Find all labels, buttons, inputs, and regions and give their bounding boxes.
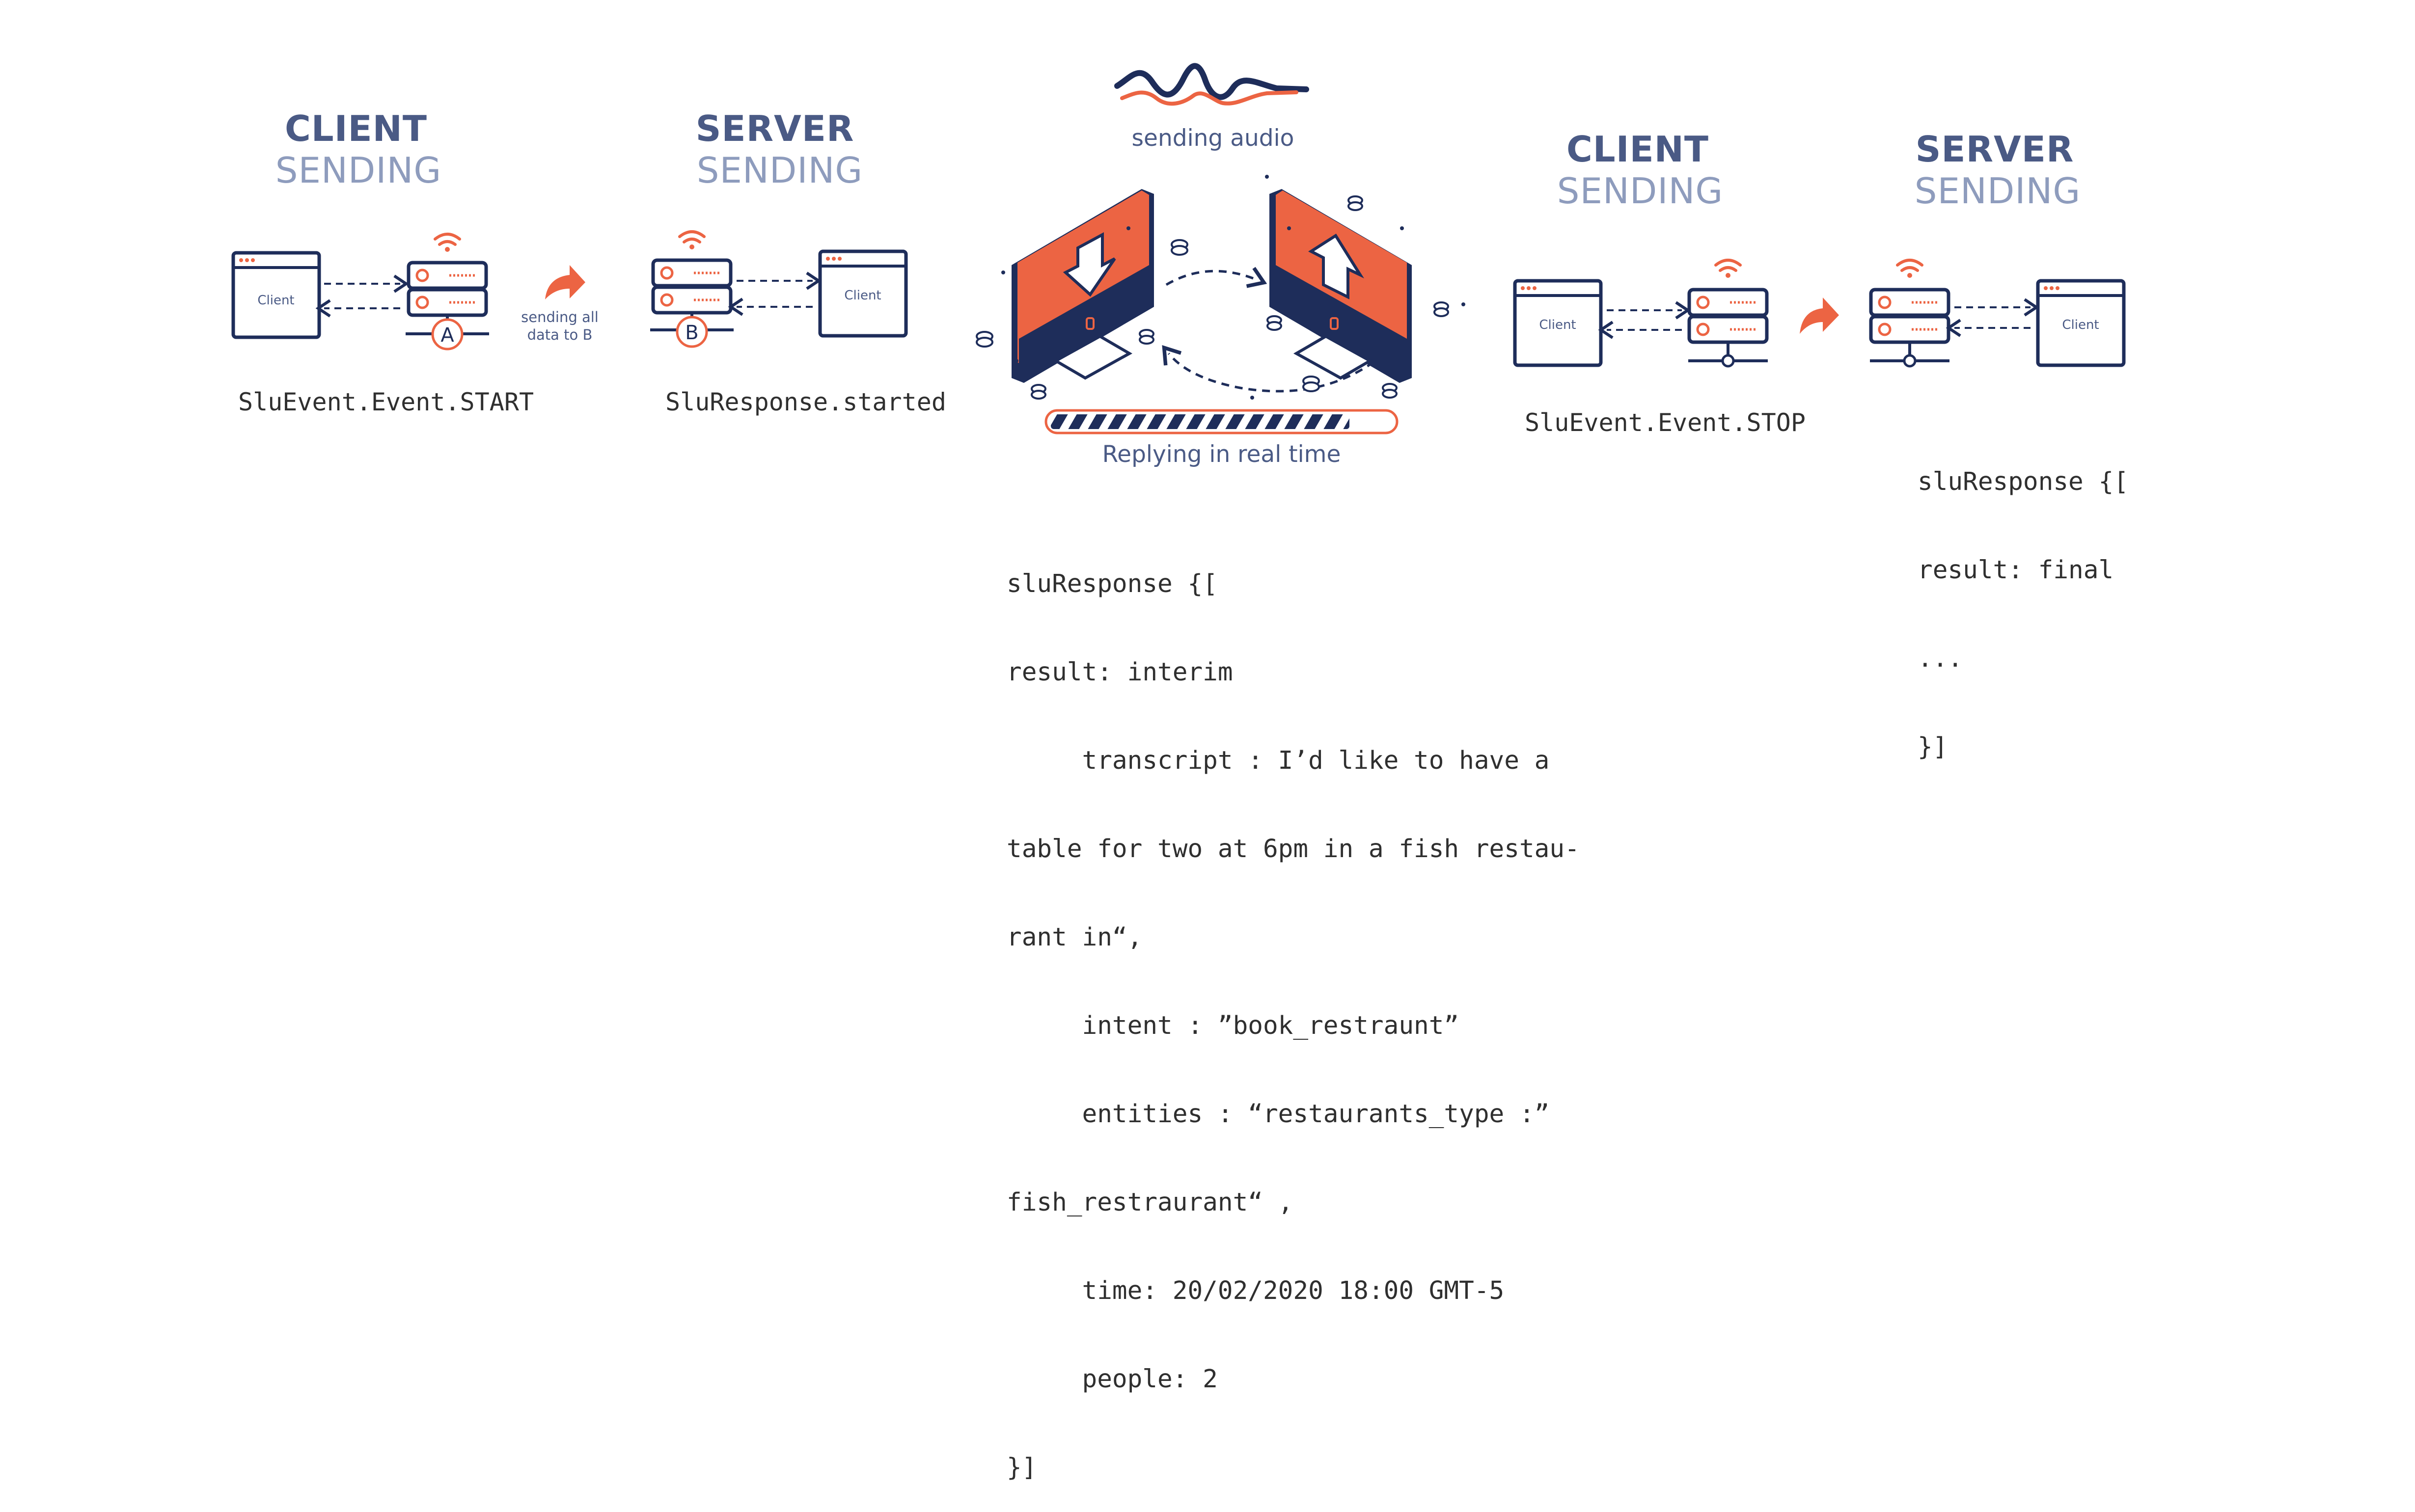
step2-title-bottom: SENDING: [696, 150, 863, 191]
decorative-nodes: [976, 195, 1449, 400]
audio-wave-icon: [1114, 63, 1309, 106]
progress-label: Replying in real time: [1102, 441, 1341, 468]
code-line: }]: [1918, 732, 1948, 761]
step4-server: [1869, 288, 1950, 368]
step3-client-label: Client: [1539, 318, 1576, 332]
code-line: rant in“,: [1007, 923, 1143, 952]
code-line: people: 2: [1007, 1365, 1218, 1394]
step2-event: SluResponse.started: [665, 388, 946, 416]
step2-title-top: SERVER: [695, 108, 854, 149]
code-line: time: 20/02/2020 18:00 GMT-5: [1007, 1276, 1505, 1305]
code-line: table for two at 6pm in a fish restau-: [1007, 835, 1580, 864]
server-marker-b: B: [685, 322, 698, 344]
wifi-icon: [678, 230, 706, 249]
code-line: entities : “restaurants_type :”: [1007, 1100, 1550, 1129]
step3-connection-lines: [1598, 301, 1691, 339]
audio-label: sending audio: [1131, 125, 1294, 152]
wifi-icon: [1896, 259, 1923, 278]
right-monitor: [1269, 189, 1412, 383]
server-marker-a: A: [440, 324, 454, 347]
upload-arrow-icon: [1308, 233, 1365, 299]
left-monitor: [1012, 189, 1154, 383]
step4-title-top: SERVER: [1915, 129, 2074, 170]
curved-arrow-icon: [1800, 297, 1839, 334]
code-line: transcript : I’d like to have a: [1007, 746, 1550, 775]
step4-client-window: Client: [2036, 279, 2126, 367]
realtime-progress-bar: [1044, 409, 1399, 434]
curved-arrow-icon: [545, 265, 585, 299]
transfer-note: sending all data to B: [521, 309, 599, 343]
code-line: sluResponse {[: [1918, 467, 2129, 496]
step3-title-bottom: SENDING: [1557, 170, 1724, 212]
code-line: }]: [1007, 1453, 1037, 1482]
code-line: result: final: [1918, 556, 2114, 585]
loop-arrows: [1162, 267, 1386, 393]
step2-connection-lines: [728, 271, 822, 316]
step1-client-window: Client: [231, 251, 321, 339]
step1-server: A: [406, 261, 489, 351]
code-line: result: interim: [1007, 658, 1233, 687]
download-arrow-icon: [1063, 232, 1116, 297]
code-line: sluResponse {[: [1007, 569, 1218, 598]
wifi-icon: [434, 233, 461, 252]
step1-connection-lines: [315, 274, 409, 318]
step1-event: SluEvent.Event.START: [238, 388, 534, 416]
decorative-sparkles: [1001, 175, 1465, 400]
step3-event: SluEvent.Event.STOP: [1525, 408, 1806, 437]
code-line: fish_restraurant“ ,: [1007, 1188, 1293, 1217]
step2-server: B: [650, 258, 734, 348]
step3-title-top: CLIENT: [1566, 129, 1709, 170]
step1-title-top: CLIENT: [284, 108, 428, 149]
wifi-icon: [1714, 259, 1742, 278]
code-line: intent : ”book_restraunt”: [1007, 1011, 1459, 1040]
code-line: ...: [1918, 644, 1963, 673]
interim-response-code: sluResponse {[ result: interim transcrip…: [1007, 511, 1580, 1512]
step2-client-window: Client: [818, 249, 908, 338]
step3-client-window: Client: [1513, 279, 1603, 367]
step1-client-label: Client: [257, 293, 294, 308]
step4-connection-lines: [1946, 298, 2039, 337]
step2-client-label: Client: [844, 288, 881, 303]
step3-server: [1687, 288, 1769, 368]
step4-client-label: Client: [2062, 318, 2099, 332]
diagram-graphics: Client A B: [231, 63, 2126, 434]
step1-title-bottom: SENDING: [275, 150, 442, 191]
final-response-code: sluResponse {[ result: final ... }]: [1918, 408, 2129, 791]
step4-title-bottom: SENDING: [1914, 170, 2081, 212]
